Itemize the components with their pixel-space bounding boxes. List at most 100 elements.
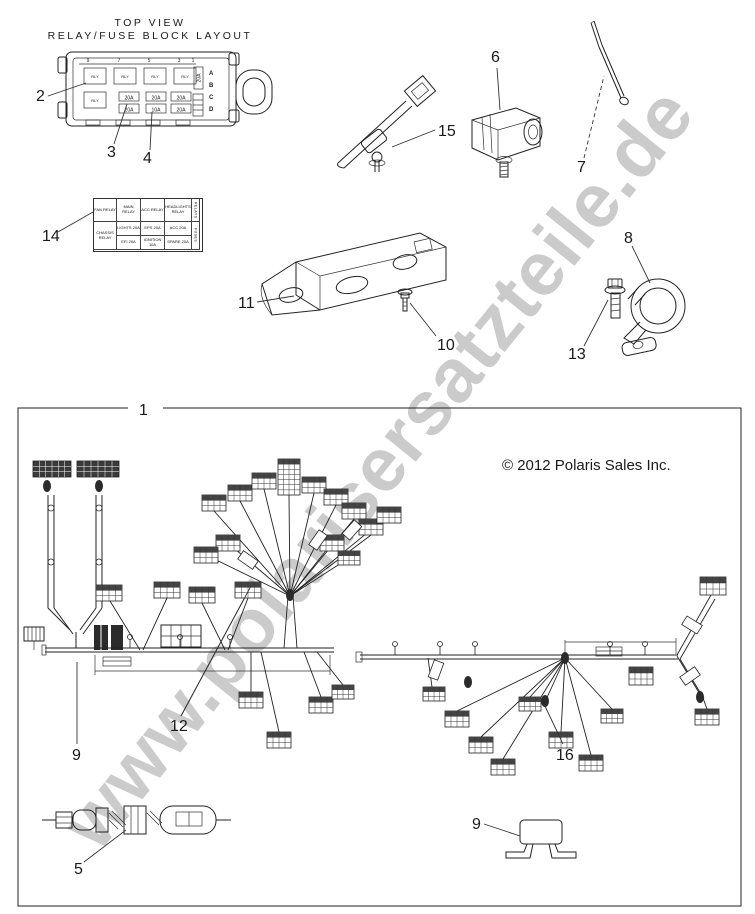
clip-icon bbox=[437, 641, 443, 647]
callout-10: 10 bbox=[437, 337, 455, 354]
copyright-text: © 2012 Polaris Sales Inc. bbox=[502, 457, 671, 474]
wire-line bbox=[263, 488, 291, 597]
wire-line bbox=[205, 554, 291, 597]
callout-16: 16 bbox=[556, 747, 574, 764]
part-10-rivet bbox=[397, 288, 413, 312]
slot-number: 1 bbox=[192, 58, 195, 64]
row-letter: A bbox=[209, 71, 214, 77]
fuse-label: 20A bbox=[125, 96, 135, 102]
part-15-cable-tie bbox=[337, 74, 437, 172]
page-title-line1: TOP VIEW bbox=[115, 17, 186, 29]
clip-icon bbox=[127, 634, 133, 640]
slot-number: 5 bbox=[148, 58, 151, 64]
callout-11: 11 bbox=[238, 295, 255, 312]
callout-4: 4 bbox=[143, 150, 152, 167]
wire-line bbox=[288, 494, 291, 597]
harness-trunks bbox=[41, 638, 678, 675]
wire-line bbox=[289, 542, 333, 597]
inline-connector bbox=[679, 666, 701, 686]
wire-line bbox=[564, 657, 592, 756]
wire-line bbox=[564, 657, 613, 710]
wire-line bbox=[142, 597, 168, 651]
wire-line bbox=[109, 600, 141, 651]
fuse-block-drawing: 9 7 5 3 1 RLY RLY RLY RLY RLY 20A 20A 20… bbox=[57, 51, 273, 127]
callout-5: 5 bbox=[74, 861, 83, 878]
callout-13: 13 bbox=[568, 346, 586, 363]
legend-cell: FAN RELAY bbox=[94, 199, 117, 222]
legend-cell: IGNITION 10A bbox=[141, 236, 165, 250]
callout-2: 2 bbox=[36, 88, 45, 105]
wire-line bbox=[227, 597, 249, 651]
connector-blob bbox=[464, 676, 472, 688]
relay-label: RLY bbox=[151, 74, 159, 79]
callout-3: 3 bbox=[107, 144, 116, 161]
wire-line bbox=[292, 595, 298, 649]
wire-line bbox=[316, 651, 344, 686]
wire-line bbox=[289, 534, 372, 597]
fuse-label: 20A bbox=[125, 108, 135, 114]
inline-connector bbox=[427, 659, 445, 681]
inline-connector bbox=[341, 519, 363, 541]
relay-label: RLY bbox=[181, 74, 189, 79]
wire-line bbox=[201, 602, 226, 651]
wire-line bbox=[260, 651, 280, 733]
wire-line bbox=[289, 504, 337, 597]
connector-blob bbox=[43, 480, 51, 492]
harness-left-loop bbox=[23, 495, 202, 650]
connector-blob bbox=[561, 652, 569, 664]
relay-label: RLY bbox=[91, 98, 99, 103]
harness-generated-detail bbox=[32, 458, 727, 776]
callout-15: 15 bbox=[438, 123, 456, 140]
wire-line bbox=[456, 657, 566, 712]
inline-connector bbox=[308, 529, 328, 551]
clip-icon bbox=[47, 558, 55, 566]
clip-icon bbox=[47, 504, 55, 512]
legend-cell: CHASSIS RELAY bbox=[94, 222, 117, 250]
callout-12: 12 bbox=[170, 718, 188, 735]
clip-icon bbox=[227, 634, 233, 640]
part-8-clamp bbox=[621, 278, 686, 356]
legend-cell: SPARE 20A bbox=[165, 236, 192, 250]
wire-line bbox=[283, 595, 289, 649]
slot-number: 7 bbox=[118, 58, 121, 64]
legend-cell: LIGHTS 20A bbox=[117, 222, 141, 236]
callouts: 2 3 4 14 15 6 7 8 13 11 10 1 9 12 bbox=[36, 49, 651, 878]
wire-line bbox=[239, 500, 291, 597]
connector-blob bbox=[696, 691, 704, 703]
fuse-label: 20A bbox=[177, 108, 187, 114]
legend-side-label: FUSES bbox=[192, 222, 200, 250]
fuse-label: 10A bbox=[152, 108, 162, 114]
connector-blob bbox=[95, 480, 103, 492]
wire-line bbox=[702, 697, 708, 710]
fuse-label: 20A bbox=[177, 96, 187, 102]
wire-line bbox=[213, 510, 291, 597]
inline-connector bbox=[237, 550, 259, 570]
legend-cell: MAIN RELAY bbox=[117, 199, 141, 222]
clip-icon bbox=[177, 634, 183, 640]
clip-icon bbox=[607, 641, 613, 647]
wire-line bbox=[303, 651, 322, 698]
legend-side-label: RELAYS bbox=[192, 199, 200, 222]
callout-6: 6 bbox=[491, 49, 500, 66]
part-9-mount-bracket bbox=[505, 819, 577, 859]
part-6-flasher bbox=[471, 107, 543, 178]
callout-14: 14 bbox=[42, 228, 60, 245]
relay-label: RLY bbox=[91, 74, 99, 79]
connector-blob bbox=[286, 589, 294, 601]
callout-9-bottom: 9 bbox=[472, 816, 481, 833]
clip-icon bbox=[95, 558, 103, 566]
harness-box-border bbox=[17, 407, 742, 907]
legend-cell: HEADLIGHTS RELAY bbox=[165, 199, 192, 222]
row-letter: B bbox=[209, 83, 214, 89]
callout-8: 8 bbox=[624, 230, 633, 247]
clip-icon bbox=[472, 641, 478, 647]
callout-9-left: 9 bbox=[72, 747, 81, 764]
legend-cell: ACC 20A bbox=[165, 222, 192, 236]
slot-number: 3 bbox=[178, 58, 181, 64]
wire-line bbox=[544, 657, 566, 703]
callout-1: 1 bbox=[139, 402, 148, 419]
wire-line bbox=[529, 657, 566, 698]
clip-icon bbox=[95, 504, 103, 512]
